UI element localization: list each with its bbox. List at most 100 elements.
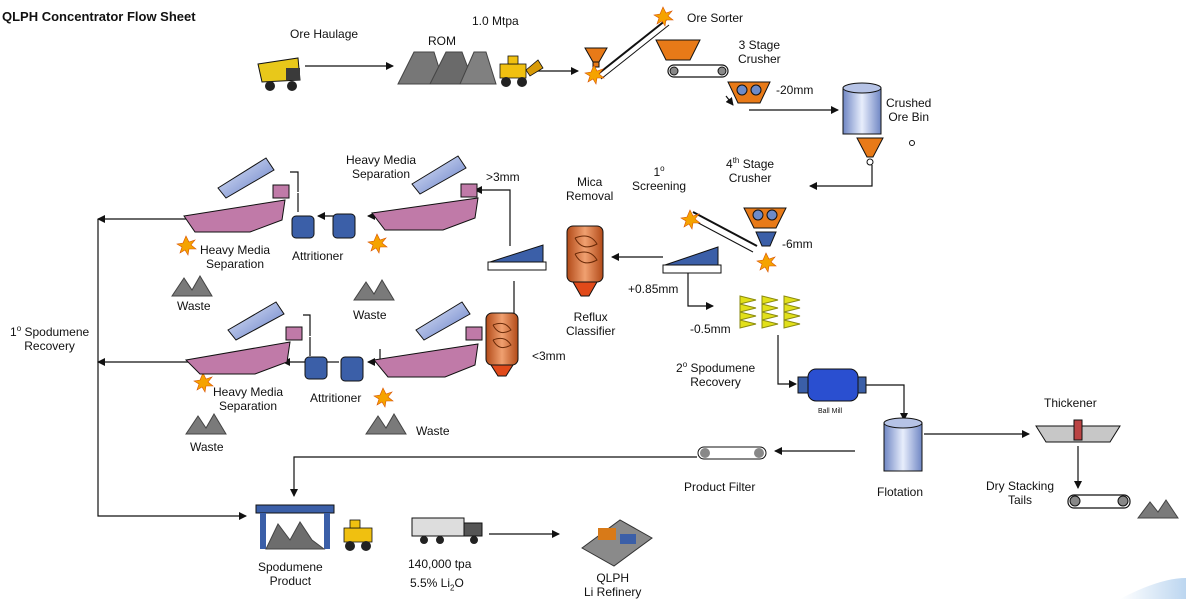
spod2-rest: Spodumene xyxy=(687,361,756,375)
cone-crusher-icon xyxy=(655,39,787,247)
thickener-icon xyxy=(1035,419,1121,443)
mtpa-label: 1.0 Mtpa xyxy=(472,14,519,28)
spod1-rest: Spodumene xyxy=(21,325,90,339)
crushed-line-1: Crushed xyxy=(886,96,932,110)
filter-belt-icon xyxy=(697,446,767,460)
conveyor-icon xyxy=(597,19,670,80)
screen-icon xyxy=(487,244,722,274)
reflux-classifier-icon xyxy=(485,225,604,377)
spod2-line-2: Recovery xyxy=(690,375,741,389)
spod1-sup: o xyxy=(16,324,22,333)
refinery-line-2: Li Refinery xyxy=(584,585,642,599)
tpa-label: 140,000 tpa xyxy=(408,557,472,571)
flotation-label: Flotation xyxy=(877,485,924,499)
attritioner-1-label: Attritioner xyxy=(292,249,344,263)
flow-lines xyxy=(97,62,1082,538)
grade-label: 5.5% Li2O xyxy=(410,576,464,595)
waste-3-label: Waste xyxy=(190,440,224,454)
attritioner-icon xyxy=(291,213,364,382)
hms-l1-line-1: Heavy Media xyxy=(200,243,271,257)
fourth-rest: Stage xyxy=(739,157,775,171)
hms-top-line-2: Separation xyxy=(351,167,411,181)
grade-suffix: O xyxy=(454,576,464,590)
screen-sup: o xyxy=(660,164,665,173)
ball-mill-icon xyxy=(797,368,867,402)
plus085-label: +0.85mm xyxy=(628,282,679,296)
gt3-label: >3mm xyxy=(486,170,520,184)
hopper-icon xyxy=(584,47,608,68)
spod1-num: 1 xyxy=(10,325,17,339)
spod2-num: 2 xyxy=(676,361,683,375)
hms-l1-line-2: Separation xyxy=(205,257,265,271)
lt3-label: <3mm xyxy=(532,349,566,363)
spod1-line-2: Recovery xyxy=(24,339,75,353)
crushed-line-2: Ore Bin xyxy=(888,110,930,124)
hydrocyclone-icon xyxy=(217,155,471,341)
ore-haulage-label: Ore Haulage xyxy=(290,27,359,41)
flotation-cell-icon xyxy=(883,417,923,472)
page-title: QLPH Concentrator Flow Sheet xyxy=(2,9,196,24)
thickener-label: Thickener xyxy=(1044,396,1097,410)
refinery-line-1: QLPH xyxy=(596,571,630,585)
ore-bin-icon xyxy=(842,82,915,166)
spod-prod-line-1: Spodumene xyxy=(258,560,323,574)
grade-text: 5.5% Li xyxy=(410,576,451,590)
product-shed-icon xyxy=(255,504,335,550)
three-stage-line-2: Crusher xyxy=(738,52,781,66)
fourth-num: 4 xyxy=(726,157,733,171)
hms-top-line-1: Heavy Media xyxy=(346,153,417,167)
three-stage-line-1: 3 Stage xyxy=(738,38,781,52)
fourth-sup: th xyxy=(732,156,740,165)
screen-num: 1 xyxy=(653,165,661,179)
stockpile-icon xyxy=(397,51,497,85)
loader-icon xyxy=(343,519,373,551)
mica-line-1: Mica xyxy=(577,175,603,189)
conveyor-icon xyxy=(688,211,758,253)
stockpile-icon xyxy=(171,275,1179,519)
waste-2-label: Waste xyxy=(353,308,387,322)
spod2-sup: o xyxy=(682,360,688,369)
minus05-label: -0.5mm xyxy=(690,322,731,336)
road-truck-icon xyxy=(411,517,483,544)
attritioner-2-label: Attritioner xyxy=(310,391,362,405)
minus6-label: -6mm xyxy=(782,237,813,251)
refinery-icon xyxy=(581,519,653,567)
haul-truck-icon xyxy=(257,57,301,91)
waste-1-label: Waste xyxy=(177,299,211,313)
mica-line-2: Removal xyxy=(566,189,614,203)
dry-line-2: Tails xyxy=(1008,493,1033,507)
hms-l2-line-2: Separation xyxy=(218,399,278,413)
hms-vessel-icon xyxy=(183,183,483,378)
reflux-line-2: Classifier xyxy=(566,324,616,338)
spiral-icon xyxy=(739,295,801,329)
minus20-label: -20mm xyxy=(776,83,814,97)
rom-label: ROM xyxy=(428,34,456,48)
sensor-spark-icon xyxy=(176,6,777,408)
product-filter-label: Product Filter xyxy=(684,480,756,494)
dry-line-1: Dry Stacking xyxy=(986,479,1055,493)
waste-4-label: Waste xyxy=(416,424,450,438)
ore-sorter-label: Ore Sorter xyxy=(687,11,744,25)
decorative-swoosh xyxy=(1120,578,1186,599)
ball-mill-label: Ball Mill xyxy=(818,408,843,415)
reflux-line-1: Reflux xyxy=(573,310,608,324)
hms-l2-line-1: Heavy Media xyxy=(213,385,284,399)
screen-line-2: Screening xyxy=(632,179,687,193)
loader-icon xyxy=(499,55,544,87)
spod-prod-line-2: Product xyxy=(269,574,312,588)
